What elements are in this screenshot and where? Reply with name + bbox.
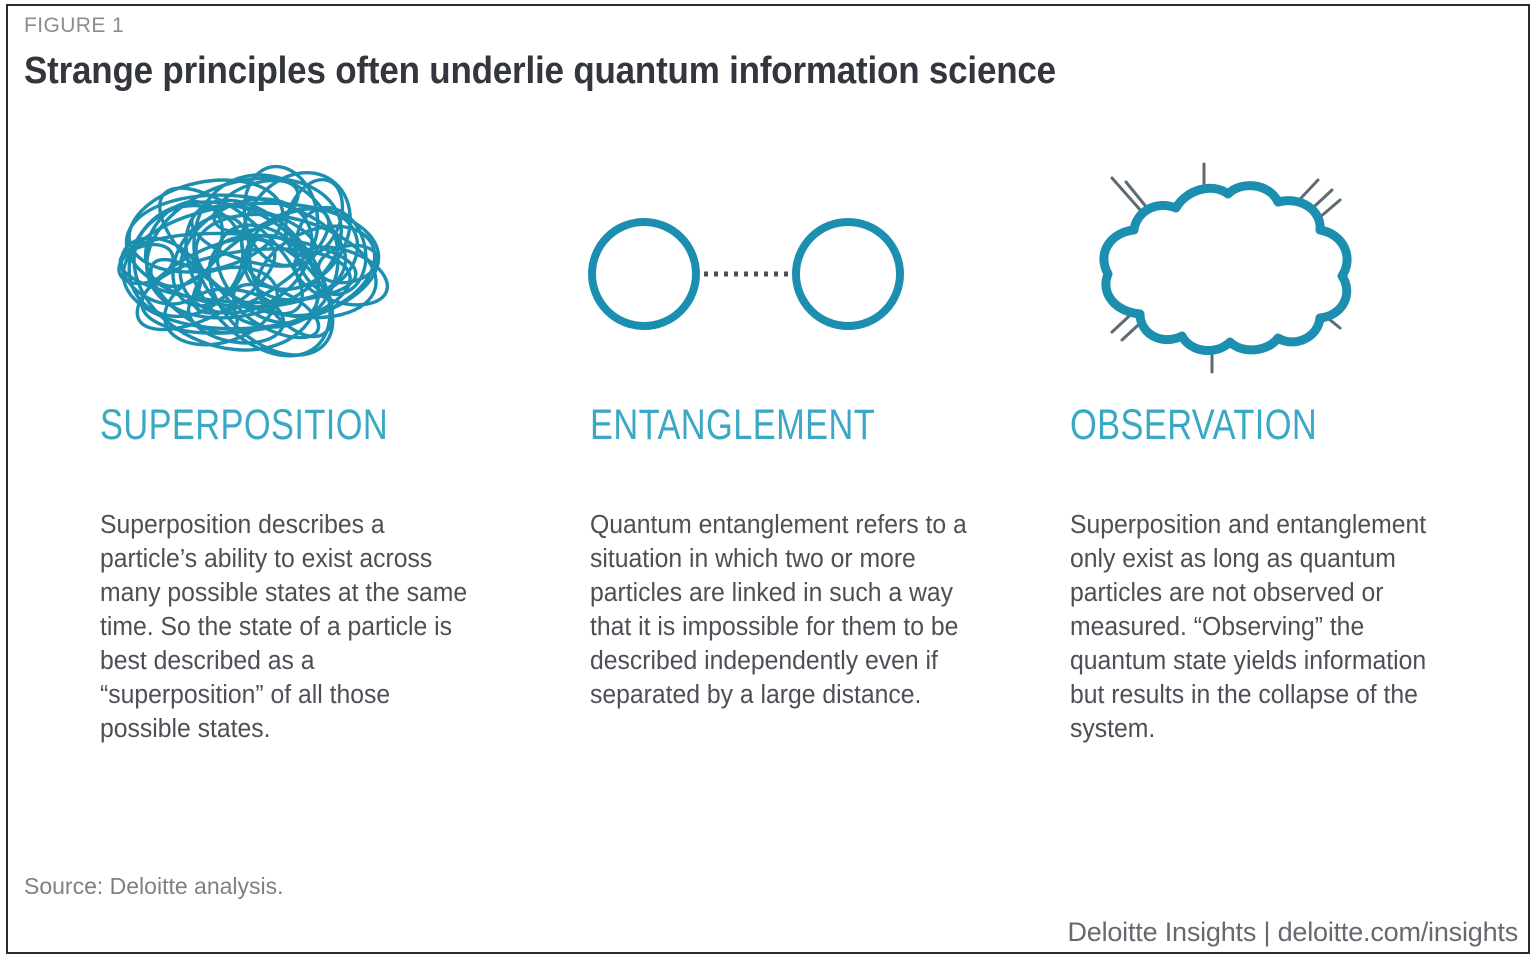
body-observation: Superposition and entanglement only exis… xyxy=(1070,511,1427,743)
concept-columns: SUPERPOSITION Superposition describes a … xyxy=(8,156,1528,856)
heading-superposition: SUPERPOSITION xyxy=(100,401,389,449)
scribble-tangle-icon xyxy=(86,156,556,386)
heading-entanglement: ENTANGLEMENT xyxy=(590,401,876,449)
heading-observation: OBSERVATION xyxy=(1070,401,1318,449)
body-entanglement: Quantum entanglement refers to a situati… xyxy=(590,511,967,709)
concept-column-superposition: SUPERPOSITION Superposition describes a … xyxy=(86,156,556,856)
figure-frame: FIGURE 1 Strange principles often underl… xyxy=(6,4,1530,954)
body-superposition: Superposition describes a particle’s abi… xyxy=(100,511,468,743)
concept-column-entanglement: ENTANGLEMENT Quantum entanglement refers… xyxy=(576,156,1046,856)
source-note: Source: Deloitte analysis. xyxy=(24,873,284,899)
cloud-burst-icon xyxy=(1056,156,1526,386)
figure-label: FIGURE 1 xyxy=(24,14,125,37)
concept-column-observation: OBSERVATION Superposition and entangleme… xyxy=(1056,156,1526,856)
two-linked-circles-icon xyxy=(576,156,1046,386)
brand-attribution: Deloitte Insights | deloitte.com/insight… xyxy=(1067,917,1518,947)
page-title: Strange principles often underlie quantu… xyxy=(24,50,1056,92)
